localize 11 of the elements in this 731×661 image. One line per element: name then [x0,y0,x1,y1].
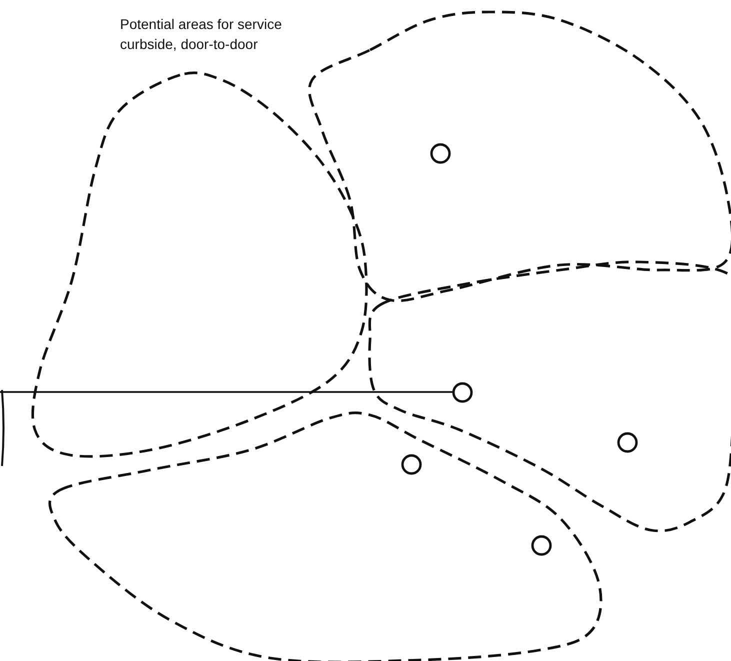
service-area-outline [31,71,369,459]
location-circle [400,454,422,474]
location-circle [616,432,638,452]
service-area-outline [366,258,731,534]
service-area-outline [308,8,731,304]
location-circle [430,142,450,164]
service-area-outline [51,411,602,661]
connector-line [0,391,453,393]
caption-note: Potential areas for service curbside, door-to-door [120,15,283,54]
location-circle [452,382,472,402]
location-circle [530,534,552,556]
